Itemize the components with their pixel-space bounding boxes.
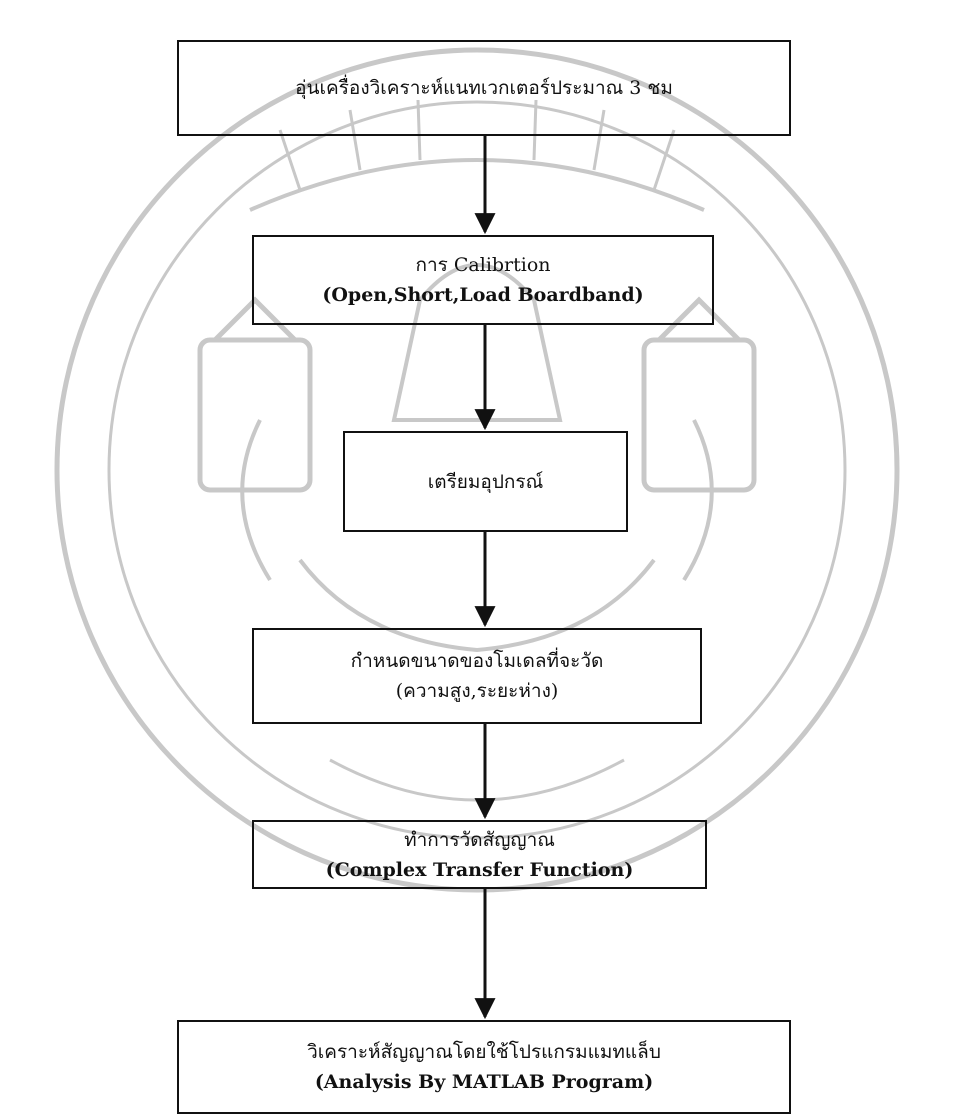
step-warmup-box: อุ่นเครื่องวิเคราะห์แนทเวกเตอร์ประมาณ 3 … [177, 40, 791, 136]
step-define-model-title: กำหนดขนาดของโมเดลที่จะวัด [350, 650, 604, 672]
step-warmup-text: อุ่นเครื่องวิเคราะห์แนทเวกเตอร์ประมาณ 3 … [295, 77, 673, 99]
step-calibration-title: การ Calibrtion [415, 254, 551, 276]
step-calibration-box: การ Calibrtion (Open,Short,Load Boardban… [252, 235, 714, 325]
step-measure-signal-title: ทำการวัดสัญญาณ [404, 828, 555, 851]
step-measure-signal-detail: (Complex Transfer Function) [325, 858, 634, 881]
step-calibration-detail: (Open,Short,Load Boardband) [322, 284, 644, 306]
step-analysis-box: วิเคราะห์สัญญาณโดยใช้โปรแกรมแมทแล็บ (Ana… [177, 1020, 791, 1114]
step-define-model-box: กำหนดขนาดของโมเดลที่จะวัด (ความสูง,ระยะห… [252, 628, 702, 724]
step-measure-signal-box: ทำการวัดสัญญาณ (Complex Transfer Functio… [252, 820, 707, 889]
step-analysis-title: วิเคราะห์สัญญาณโดยใช้โปรแกรมแมทแล็บ [307, 1041, 661, 1063]
step-prepare-equipment-box: เตรียมอุปกรณ์ [343, 431, 628, 532]
step-analysis-detail: (Analysis By MATLAB Program) [314, 1071, 654, 1093]
step-define-model-detail: (ความสูง,ระยะห่าง) [395, 680, 559, 702]
step-prepare-equipment-text: เตรียมอุปกรณ์ [427, 470, 544, 493]
